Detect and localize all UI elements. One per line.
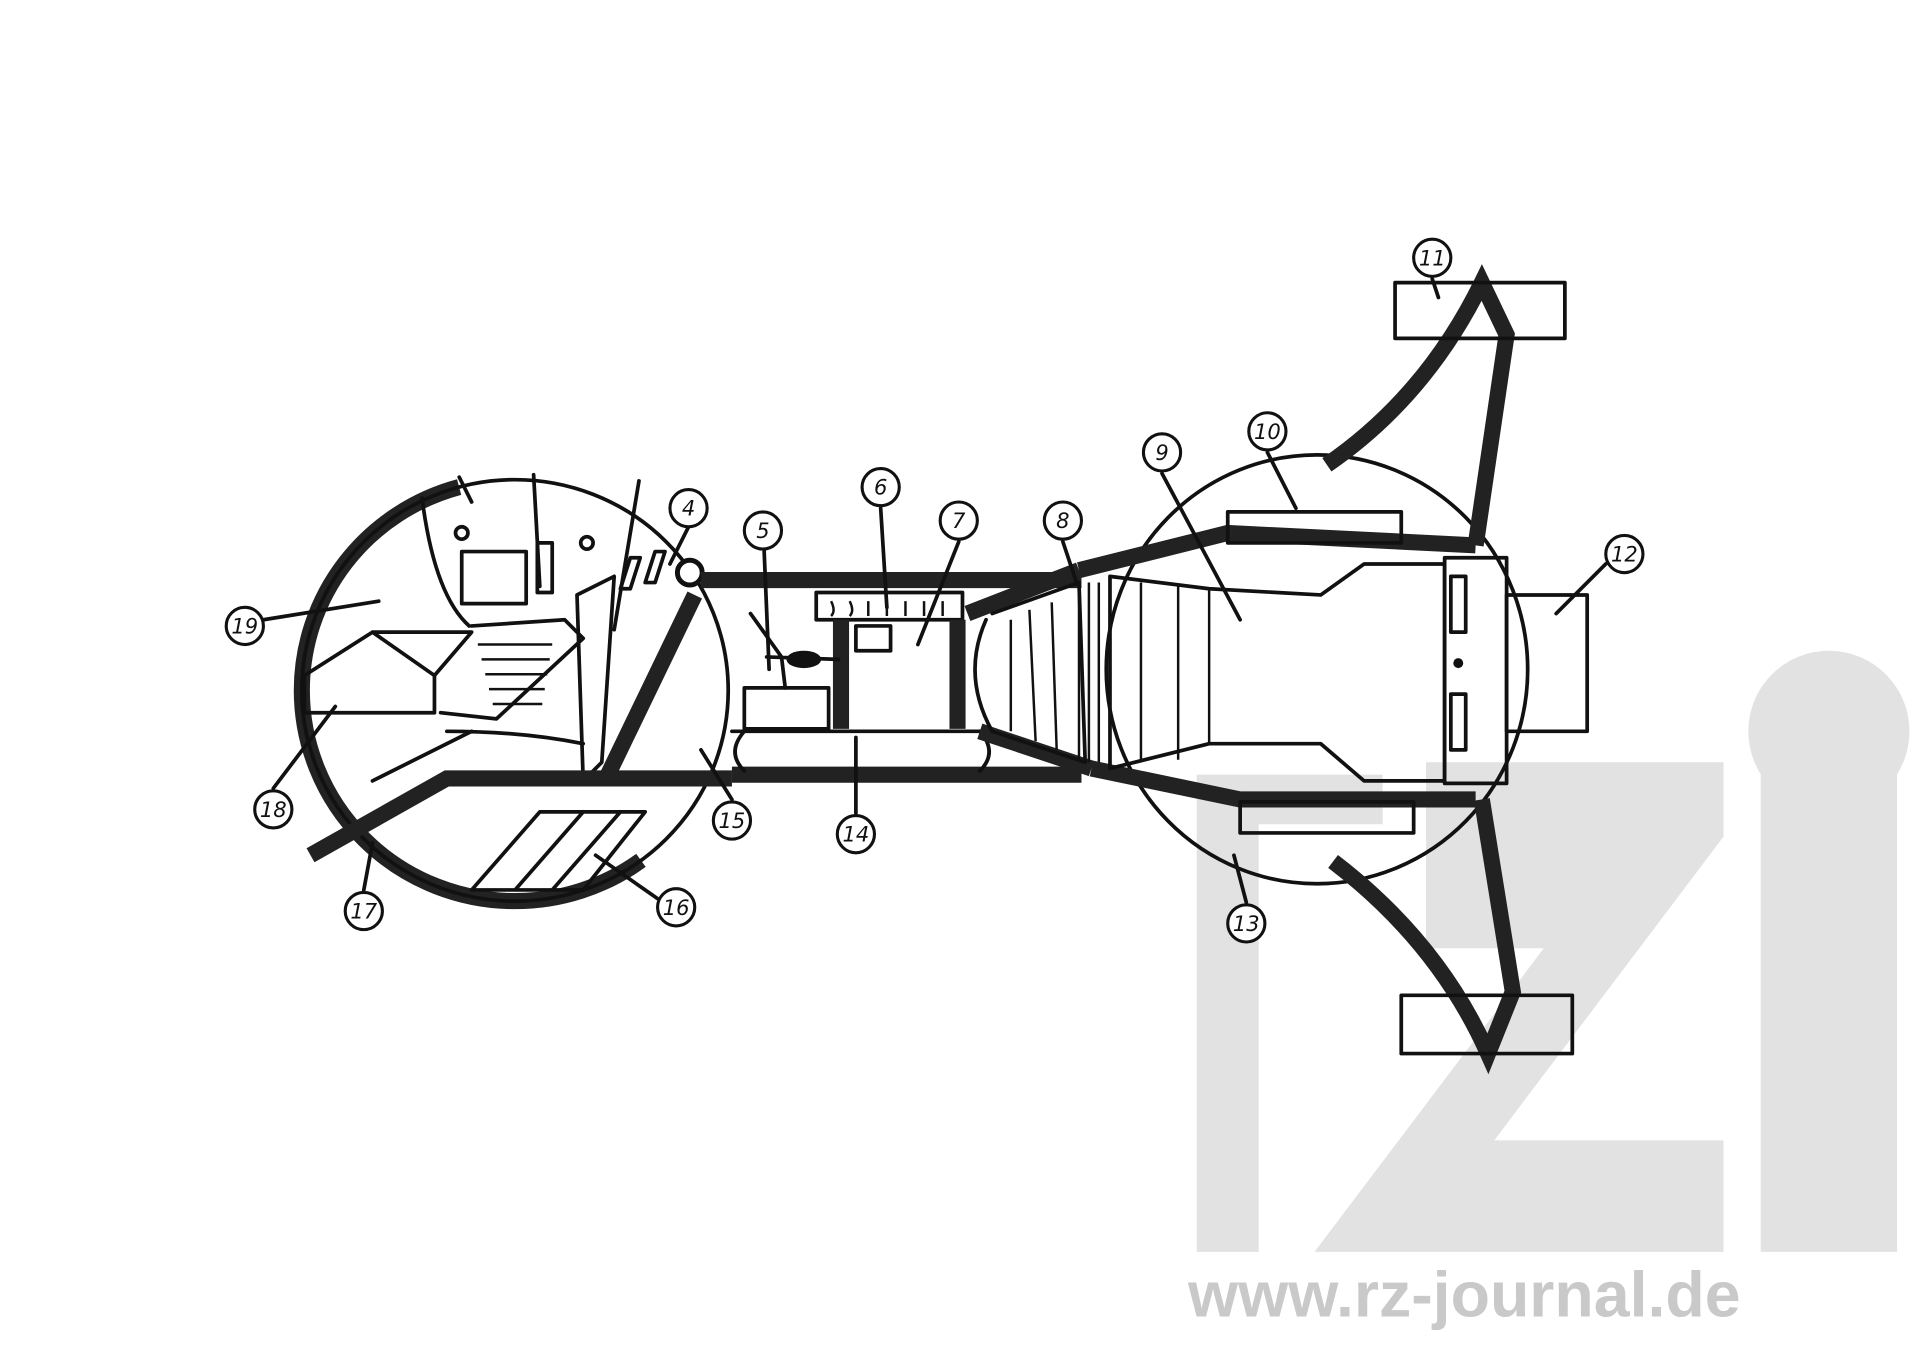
svg-text:19: 19	[231, 613, 258, 638]
svg-text:4: 4	[682, 496, 695, 521]
svg-text:17: 17	[350, 899, 377, 924]
svg-text:15: 15	[719, 808, 746, 833]
callout-16: 16	[656, 887, 697, 928]
callout-7: 7	[938, 500, 979, 541]
callout-5: 5	[742, 510, 784, 551]
svg-text:18: 18	[260, 797, 287, 822]
svg-text:12: 12	[1611, 542, 1638, 567]
nozzle-section	[964, 562, 1101, 777]
callout-8: 8	[1042, 500, 1084, 541]
callout-18: 18	[253, 789, 294, 830]
svg-text:13: 13	[1233, 911, 1260, 936]
rz-logo-watermark	[1196, 650, 1910, 1252]
svg-text:5: 5	[756, 518, 769, 543]
svg-text:6: 6	[874, 475, 887, 500]
callout-13: 13	[1226, 903, 1267, 944]
svg-text:14: 14	[842, 822, 869, 847]
callout-14: 14	[835, 814, 877, 855]
callout-4: 4	[668, 488, 709, 529]
callout-19: 19	[224, 605, 265, 647]
callout-15: 15	[711, 800, 753, 841]
callout-6: 6	[860, 466, 901, 508]
svg-text:11: 11	[1419, 245, 1446, 270]
callout-17: 17	[343, 890, 384, 932]
svg-text:16: 16	[663, 895, 690, 920]
callout-12: 12	[1604, 533, 1645, 575]
callout-10: 10	[1247, 411, 1288, 452]
watermark-url: www.rz-journal.de	[1187, 1258, 1741, 1330]
fins	[1322, 264, 1575, 1075]
engine-sphere	[1077, 453, 1590, 886]
svg-text:10: 10	[1254, 419, 1281, 444]
leader-lines	[261, 277, 1608, 905]
callout-labels: 19 4 5 6 7 8 9 10 11 12 13 14 15 16 17 1…	[224, 237, 1645, 944]
cockpit-sphere	[293, 471, 737, 910]
callout-11: 11	[1412, 237, 1453, 278]
svg-text:9: 9	[1155, 440, 1168, 465]
svg-text:8: 8	[1056, 508, 1069, 533]
callout-9: 9	[1141, 432, 1183, 473]
svg-text:7: 7	[952, 508, 966, 533]
